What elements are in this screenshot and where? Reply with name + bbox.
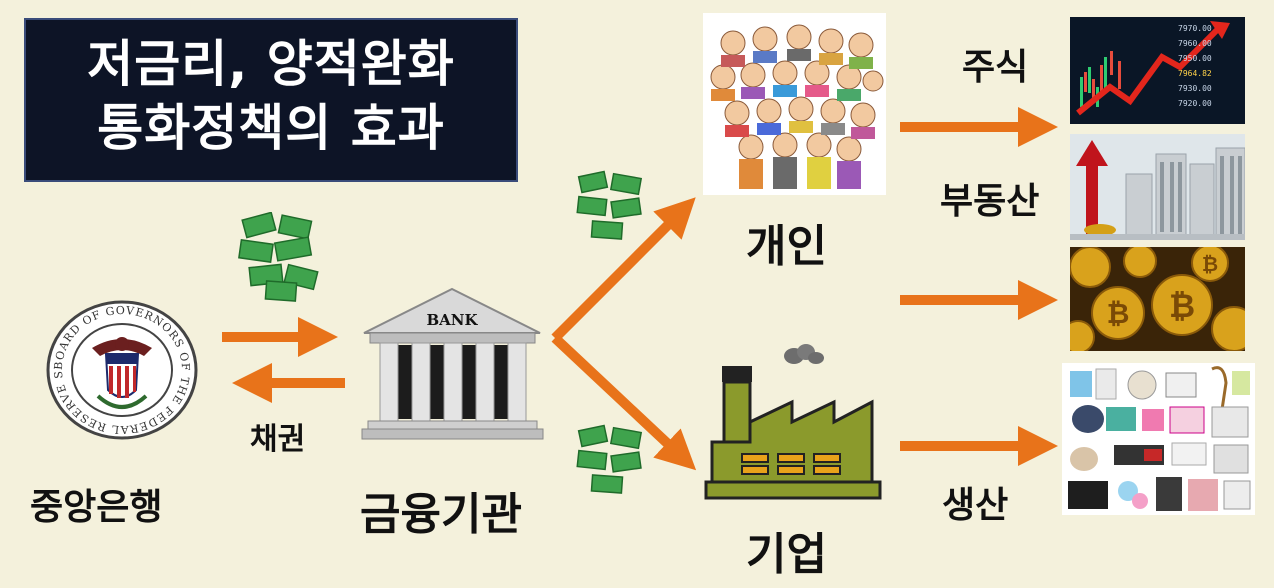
svg-text:₿: ₿ [1107,297,1130,330]
ticker-value: 7950.00 [1178,51,1212,66]
svg-text:₿: ₿ [1202,252,1218,276]
money-icon [576,170,648,246]
ticker-value: 7964.82 [1178,66,1212,81]
ticker-value: 7970.00 [1178,21,1212,36]
individual-label: 개인 [746,210,827,274]
products-image [1062,363,1255,515]
money-icon [576,424,648,500]
ticker-value: 7960.00 [1178,36,1212,51]
apartment-icon [1070,134,1245,240]
products-icon [1062,363,1255,515]
people-icon [703,13,886,195]
factory-icon [702,342,884,510]
stock-image: 7970.00 7960.00 7950.00 7964.82 7930.00 … [1070,17,1245,124]
bank-sign: BANK [426,311,478,329]
bank-icon: BANK [360,285,545,443]
svg-text:₿: ₿ [1169,287,1195,325]
real-estate-label: 부동산 [940,172,1039,224]
central-bank-label: 중앙은행 [30,478,162,530]
company-label: 기업 [746,518,827,582]
ticker-value: 7920.00 [1178,96,1212,111]
stock-ticker-list: 7970.00 7960.00 7950.00 7964.82 7930.00 … [1178,21,1212,111]
bitcoin-icon: ₿ ₿ ₿ [1070,247,1245,351]
production-label: 생산 [942,476,1008,528]
real-estate-image [1070,134,1245,240]
stock-chart-icon [1070,17,1245,124]
ticker-value: 7930.00 [1178,81,1212,96]
bank-label: 금융기관 [360,478,522,542]
people-image [703,13,886,195]
bond-label: 채권 [250,414,305,458]
bitcoin-image: ₿ ₿ ₿ [1070,247,1245,351]
stock-label: 주식 [962,38,1028,90]
fed-seal-icon: BOARD OF GOVERNORS OF THE FEDERAL RESERV… [46,300,198,440]
money-icon [236,212,326,304]
